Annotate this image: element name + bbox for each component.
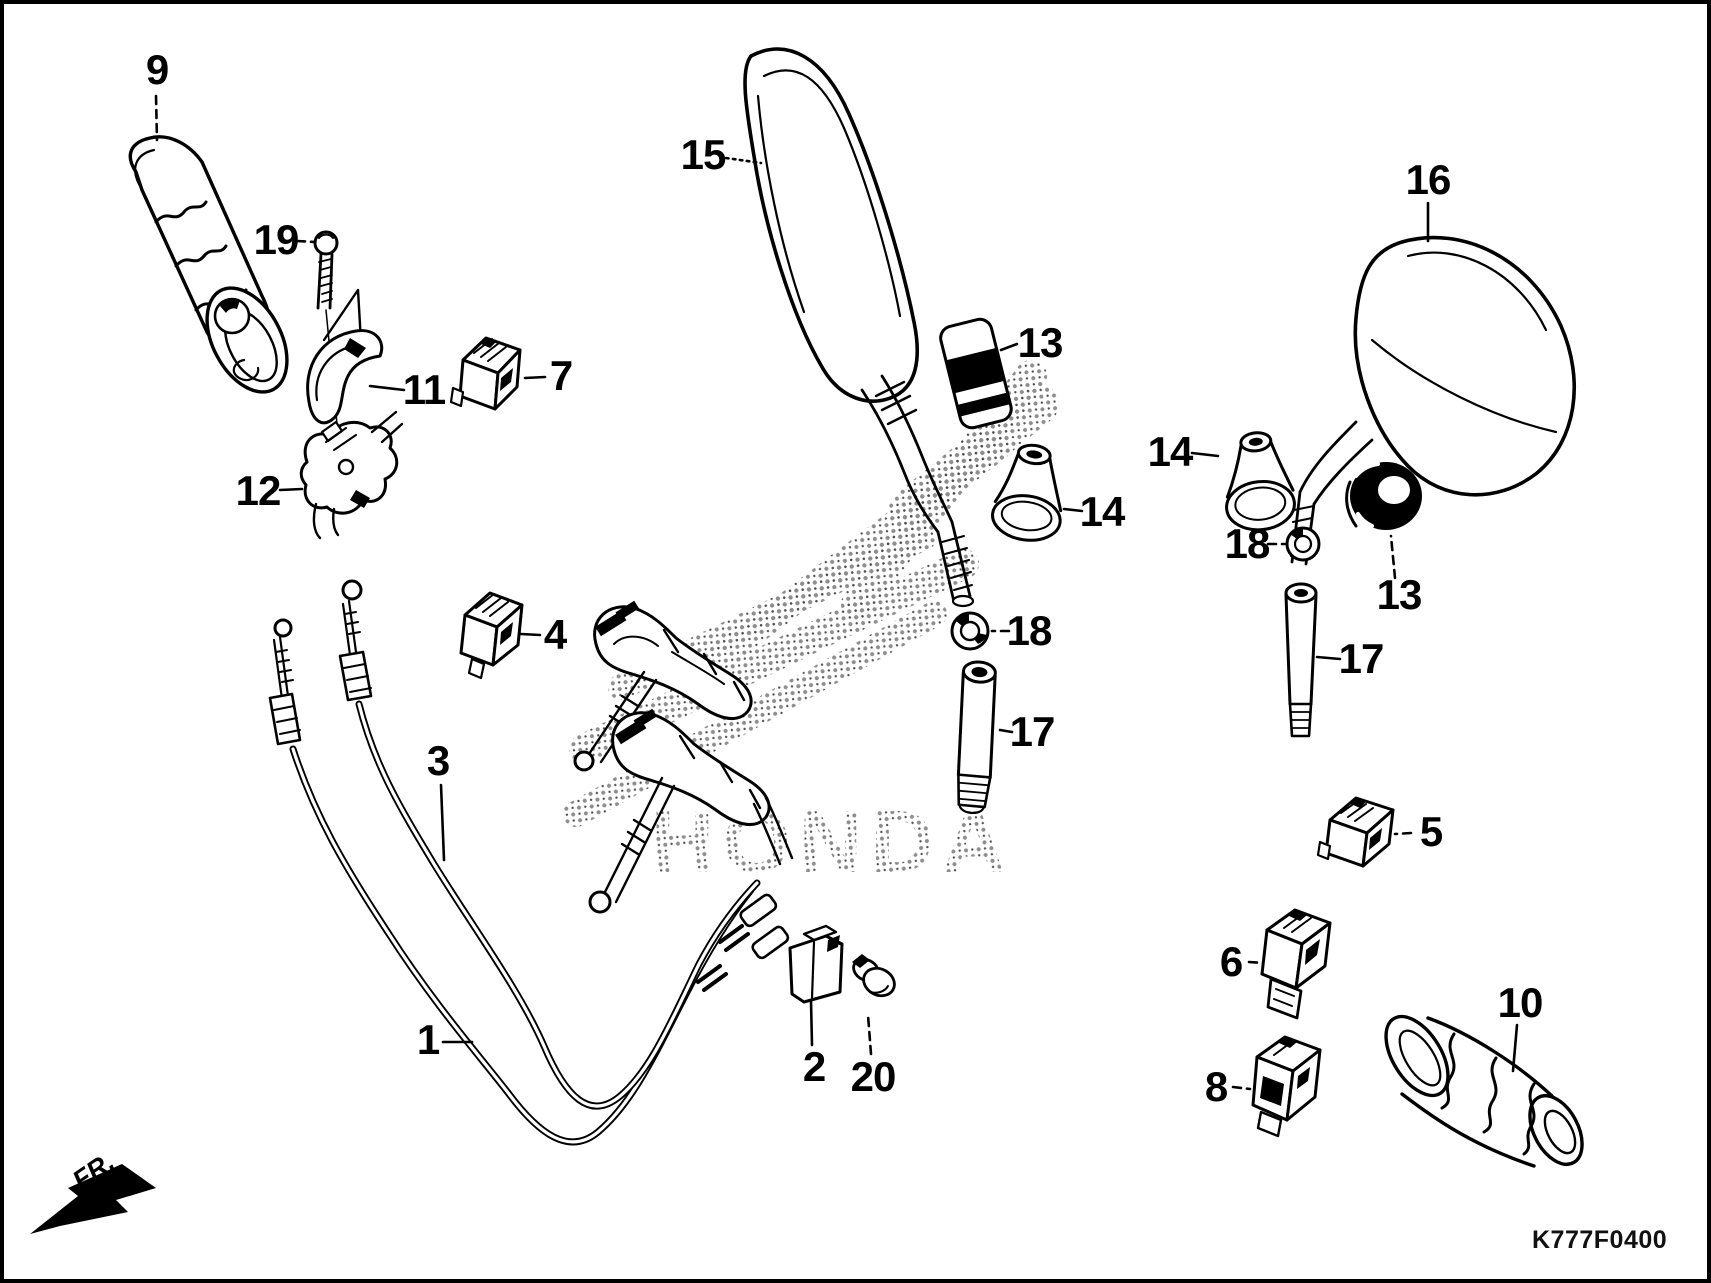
mirror-nut-left — [950, 611, 990, 651]
leader-3 — [439, 783, 446, 862]
clamp-bolt — [852, 954, 896, 998]
leader-13-left — [999, 342, 1019, 352]
mirror-mount-right — [1345, 462, 1422, 530]
switch-5 — [1316, 796, 1395, 868]
callout-13-left: 13 — [1017, 319, 1064, 366]
callout-14-right: 14 — [1147, 428, 1194, 475]
callout-19: 19 — [253, 216, 300, 263]
leader-17-left — [998, 728, 1014, 734]
callout-17-left: 17 — [1009, 708, 1056, 755]
callout-11: 11 — [402, 366, 446, 413]
callout-20: 20 — [850, 1053, 897, 1100]
leader-17-right — [1315, 655, 1342, 661]
callout-6: 6 — [1219, 938, 1243, 985]
leader-15 — [724, 156, 763, 165]
exploded-parts-drawing: HONDA — [30, 47, 1584, 1234]
leader-10 — [1511, 1023, 1519, 1073]
leader-2 — [809, 999, 814, 1047]
callout-2: 2 — [802, 1043, 826, 1090]
diagram-code: K777F0400 — [1532, 1226, 1668, 1254]
callout-1: 1 — [416, 1016, 440, 1063]
callout-4: 4 — [543, 611, 567, 658]
leader-8 — [1231, 1085, 1252, 1091]
switch-7 — [449, 336, 522, 411]
leader-13-right — [1389, 534, 1397, 580]
mirror-boot-left — [939, 317, 1013, 430]
leader-11 — [368, 384, 406, 392]
mirror-cone-middle — [991, 443, 1063, 542]
left-grip — [128, 135, 289, 394]
leader-14-middle — [1062, 507, 1084, 513]
mirror-stem-right — [1284, 582, 1318, 738]
callout-13-right: 13 — [1376, 571, 1423, 618]
callout-5: 5 — [1419, 808, 1443, 855]
callout-9: 9 — [145, 46, 169, 93]
leader-9 — [154, 94, 159, 142]
callout-8: 8 — [1204, 1063, 1228, 1110]
leader-6 — [1247, 960, 1265, 965]
callout-3: 3 — [426, 737, 450, 784]
right-mirror — [1290, 235, 1577, 566]
callout-12: 12 — [235, 467, 282, 514]
upper-holder — [306, 288, 384, 425]
leader-lines — [154, 94, 1519, 1091]
switch-6 — [1260, 908, 1332, 1020]
mirror-stem-left — [956, 660, 997, 815]
callout-17-right: 17 — [1338, 635, 1385, 682]
mirror-cone-right — [1225, 431, 1296, 532]
honda-wing-watermark: HONDA — [563, 360, 1059, 891]
callout-15: 15 — [680, 131, 727, 178]
leader-14-right — [1190, 451, 1220, 458]
cable-clamp — [788, 924, 844, 1004]
right-grip — [1384, 1014, 1584, 1168]
callout-10: 10 — [1497, 979, 1544, 1026]
leader-12 — [278, 487, 304, 492]
switch-4 — [459, 591, 524, 680]
watermark-text: HONDA — [651, 792, 1014, 891]
leader-20 — [866, 1013, 873, 1056]
callout-18-right: 18 — [1224, 520, 1271, 567]
leader-5 — [1393, 831, 1413, 836]
mirror-nut-right — [1285, 526, 1321, 562]
callout-7: 7 — [549, 352, 573, 399]
leader-19 — [295, 239, 317, 244]
callout-14-middle: 14 — [1079, 488, 1126, 535]
throttle-cables — [268, 579, 790, 1146]
leader-7 — [523, 375, 547, 380]
callout-18-left: 18 — [1006, 607, 1053, 654]
lever-bracket — [299, 410, 404, 540]
leader-4 — [519, 632, 542, 637]
throttle-pipe-fittings — [573, 600, 794, 914]
fr-direction-arrow — [30, 1164, 156, 1234]
switch-8 — [1251, 1035, 1322, 1138]
callout-16: 16 — [1405, 156, 1452, 203]
